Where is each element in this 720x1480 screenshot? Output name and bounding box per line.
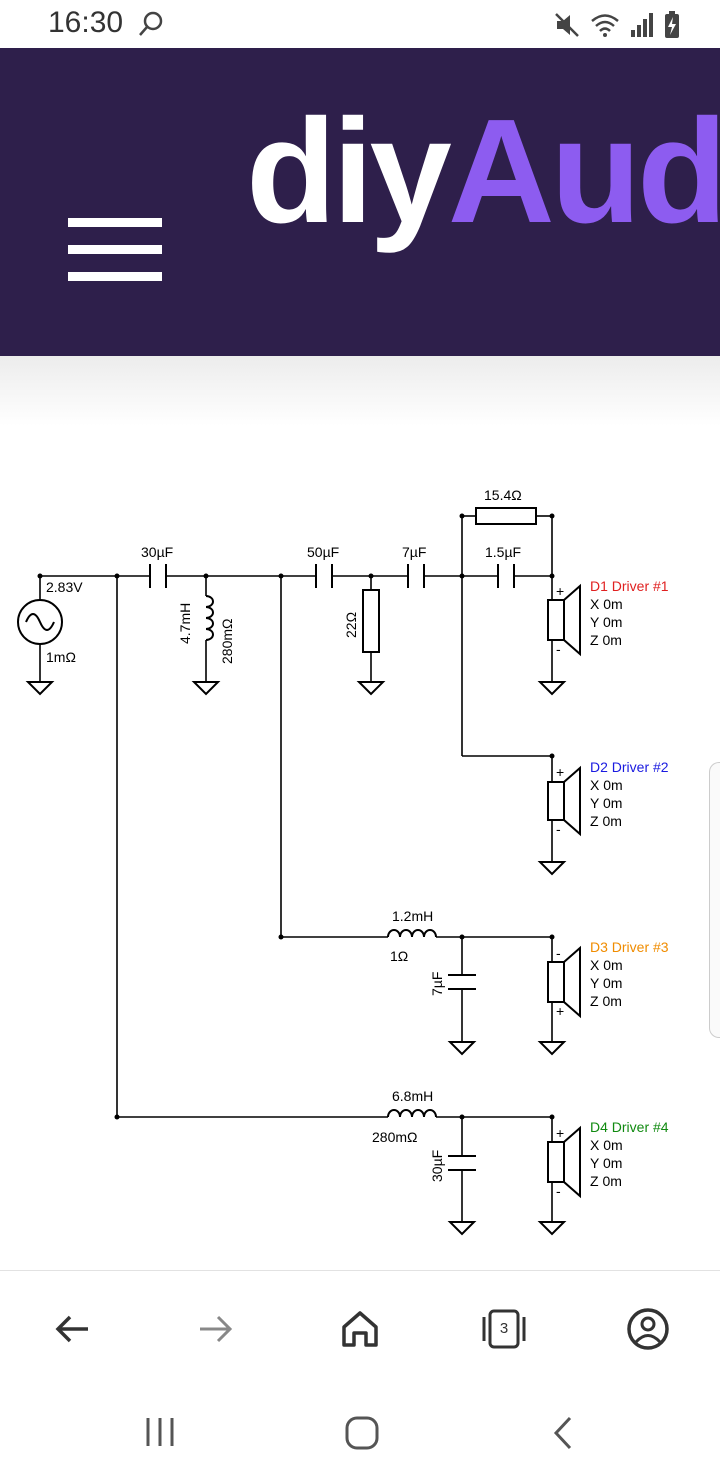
svg-text:Z 0m: Z 0m — [590, 1173, 622, 1189]
tabs-icon — [482, 1309, 526, 1349]
site-header: diyAudi — [0, 48, 720, 356]
header-shadow — [0, 356, 720, 426]
search-icon — [139, 11, 163, 36]
svg-text:Z 0m: Z 0m — [590, 993, 622, 1009]
svg-text:+: + — [556, 1125, 564, 1141]
cap-1-5uF-label: 1.5µF — [485, 544, 521, 560]
logo-text-diy: diy — [246, 89, 452, 254]
svg-text:Z 0m: Z 0m — [590, 813, 622, 829]
source-resistance-label: 1mΩ — [46, 649, 76, 665]
recents-icon[interactable] — [136, 1408, 186, 1458]
cap-30uF-shunt-label: 30µF — [429, 1150, 445, 1182]
svg-text:Y 0m: Y 0m — [590, 795, 622, 811]
svg-text:-: - — [556, 821, 561, 837]
svg-text:Z 0m: Z 0m — [590, 632, 622, 648]
driver-3-labels: D3 Driver #3 X 0m Y 0m Z 0m — [590, 939, 669, 1009]
svg-text:X 0m: X 0m — [590, 1137, 623, 1153]
junction-dots — [37, 513, 555, 1120]
svg-text:+: + — [556, 583, 564, 599]
svg-text:Y 0m: Y 0m — [590, 975, 622, 991]
svg-text:-: - — [556, 945, 561, 961]
svg-text:X 0m: X 0m — [590, 957, 623, 973]
resistor-15-4-label: 15.4Ω — [484, 487, 522, 503]
tabs-button[interactable]: 3 — [476, 1301, 532, 1357]
page-scroll-handle[interactable] — [709, 762, 720, 1038]
inductor-1-2mH-label: 1.2mH — [392, 908, 433, 924]
inductor-6-8mH-resistance: 280mΩ — [372, 1129, 418, 1145]
source-voltage-label: 2.83V — [46, 579, 83, 595]
ground-symbols — [25, 681, 567, 1236]
status-bar: 16:30 — [0, 0, 720, 48]
home-icon[interactable] — [332, 1301, 388, 1357]
svg-text:Y 0m: Y 0m — [590, 1155, 622, 1171]
back-chevron-icon[interactable] — [540, 1408, 590, 1458]
status-time: 16:30 — [48, 6, 124, 39]
series-capacitors — [149, 564, 515, 588]
svg-text:-: - — [556, 641, 561, 657]
tabs-count: 3 — [499, 1320, 509, 1337]
back-arrow-icon[interactable] — [44, 1301, 100, 1357]
driver-2-labels: D2 Driver #2 X 0m Y 0m Z 0m — [590, 759, 669, 829]
driver-1-label: D1 Driver #1 — [590, 578, 669, 594]
cap-7uF-series-label: 7µF — [402, 544, 426, 560]
svg-text:+: + — [556, 1003, 564, 1019]
resistor-15-4 — [475, 507, 537, 525]
shunt-capacitors — [448, 974, 476, 1171]
driver-2-label: D2 Driver #2 — [590, 759, 669, 775]
cap-7uF-shunt-label: 7µF — [429, 972, 445, 996]
site-logo[interactable]: diyAudi — [246, 98, 720, 246]
signal-icon — [631, 13, 653, 37]
svg-text:X 0m: X 0m — [590, 777, 623, 793]
svg-text:-: - — [556, 1183, 561, 1199]
hamburger-menu-icon[interactable] — [68, 218, 162, 282]
system-nav-bar — [0, 1382, 720, 1480]
inductor-4-7mH-label: 4.7mH — [177, 603, 193, 644]
driver-4-label: D4 Driver #4 — [590, 1119, 669, 1135]
crossover-schematic: 2.83V 1mΩ 30µF 50µF 7µF 1.5µF 15.4Ω 4.7m… — [0, 470, 720, 1250]
browser-toolbar: 3 — [0, 1270, 720, 1383]
wifi-icon — [591, 14, 619, 37]
inductor-6-8mH-label: 6.8mH — [392, 1088, 433, 1104]
resistor-22 — [362, 589, 380, 653]
polarity-marks: + - + - - + + - — [556, 583, 564, 1199]
cap-50uF-label: 50µF — [307, 544, 339, 560]
inductor-6-8mH — [387, 1109, 437, 1118]
inductor-1-2mH-resistance: 1Ω — [390, 948, 408, 964]
svg-text:+: + — [556, 764, 564, 780]
inductor-4-7mH — [205, 595, 214, 641]
schematic-svg: 2.83V 1mΩ 30µF 50µF 7µF 1.5µF 15.4Ω 4.7m… — [17, 487, 669, 1236]
svg-text:X 0m: X 0m — [590, 596, 623, 612]
driver-3-label: D3 Driver #3 — [590, 939, 669, 955]
home-circle-icon[interactable] — [337, 1408, 387, 1458]
driver-1-labels: D1 Driver #1 X 0m Y 0m Z 0m — [590, 578, 669, 648]
voltage-source — [17, 599, 63, 645]
mute-icon — [555, 13, 579, 37]
resistor-22-label: 22Ω — [343, 612, 359, 638]
battery-charging-icon — [665, 11, 679, 38]
status-icons — [554, 10, 680, 40]
inductor-4-7mH-resistance: 280mΩ — [219, 619, 235, 665]
forward-arrow-icon[interactable] — [188, 1301, 244, 1357]
cap-30uF-label: 30µF — [141, 544, 173, 560]
logo-text-audi: Audi — [447, 89, 720, 254]
speaker-symbols — [547, 583, 581, 1199]
inductor-1-2mH — [387, 929, 437, 938]
driver-4-labels: D4 Driver #4 X 0m Y 0m Z 0m — [590, 1119, 669, 1189]
profile-icon[interactable] — [620, 1301, 676, 1357]
svg-text:Y 0m: Y 0m — [590, 614, 622, 630]
